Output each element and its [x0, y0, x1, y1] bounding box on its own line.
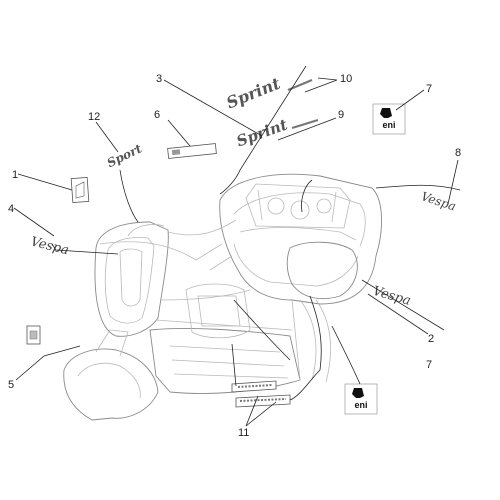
callout-6: 6 [154, 109, 160, 121]
scooter-body-sketch [63, 173, 383, 421]
leader-lines [13, 65, 461, 427]
callout-2: 2 [428, 333, 434, 345]
part-1-small-badge [70, 177, 90, 203]
callout-12: 12 [88, 111, 100, 123]
part-4-vespa-script: Vespa [29, 234, 70, 258]
callout-10: 10 [340, 73, 352, 85]
part-7-eni-badge-bottom: eni [344, 383, 378, 415]
part-12-sport-script: Sport [105, 141, 145, 170]
callout-7-top: 7 [426, 83, 432, 95]
callout-1: 1 [12, 169, 18, 181]
part-10-sprint-script-top: Sprint [224, 73, 284, 112]
callout-7-bottom: 7 [426, 359, 432, 371]
eni-text-top: eni [382, 120, 395, 130]
part-5-small-badge [26, 325, 41, 345]
callout-5: 5 [8, 379, 14, 391]
part-8-vespa-script: Vespa [419, 189, 457, 213]
part-2-vespa-script: Vespa [371, 284, 412, 309]
part-6-name-plate [167, 143, 217, 159]
callout-8: 8 [455, 147, 461, 159]
callout-4: 4 [8, 203, 14, 215]
part-11-stripe-decals [231, 380, 291, 408]
callout-9: 9 [338, 109, 344, 121]
callout-3: 3 [156, 73, 162, 85]
callout-11: 11 [238, 427, 249, 439]
callout-numbers: 1 2 3 4 5 6 7 7 8 9 10 11 12 [8, 73, 461, 439]
part-9-sprint-script-mid: Sprint [234, 115, 290, 150]
part-7-eni-badge-top: eni [372, 103, 406, 135]
eni-text-bottom: eni [354, 400, 367, 410]
